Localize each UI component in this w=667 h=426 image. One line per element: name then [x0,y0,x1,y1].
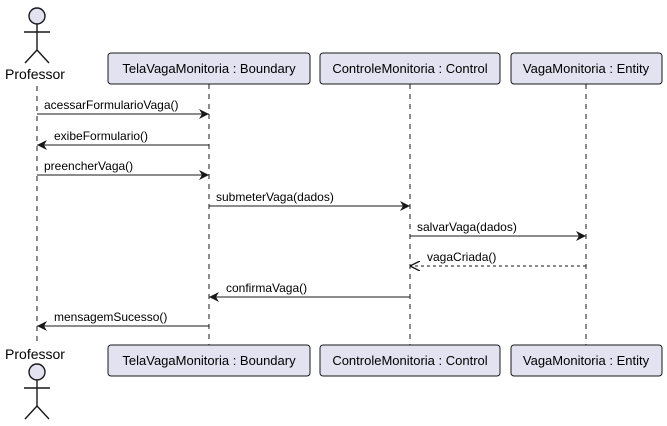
message-5[interactable]: salvarVaga(dados) [410,220,586,241]
participant-tela-bottom[interactable]: TelaVagaMonitoria : Boundary [107,344,311,377]
participant-label: TelaVagaMonitoria : Boundary [122,61,296,76]
message-label: exibeFormulario() [54,129,148,143]
message-2[interactable]: exibeFormulario() [37,129,209,150]
message-4[interactable]: submeterVaga(dados) [209,190,410,211]
participant-label: VagaMonitoria : Entity [523,61,650,76]
message-label: submeterVaga(dados) [216,190,334,204]
message-label: salvarVaga(dados) [417,220,517,234]
participant-label: ControleMonitoria : Control [332,353,487,368]
actor-top[interactable]: Professor [5,7,65,82]
participant-label: TelaVagaMonitoria : Boundary [122,353,296,368]
actor-label: Professor [5,346,65,362]
message-label: acessarFormularioVaga() [44,98,179,112]
message-label: preencherVaga() [44,159,133,173]
participant-vaga-top[interactable]: VagaMonitoria : Entity [510,52,663,85]
message-label: mensagemSucesso() [54,310,167,324]
participant-label: VagaMonitoria : Entity [523,353,650,368]
actor-bottom[interactable]: Professor [5,346,65,420]
lifelines [36,84,587,345]
actor-label: Professor [5,66,65,82]
participant-controle-bottom[interactable]: ControleMonitoria : Control [319,344,501,377]
participant-tela-top[interactable]: TelaVagaMonitoria : Boundary [107,52,311,85]
message-label: confirmaVaga() [226,281,307,295]
participant-label: ControleMonitoria : Control [332,61,487,76]
message-7[interactable]: confirmaVaga() [209,281,410,302]
message-1[interactable]: acessarFormularioVaga() [37,98,209,119]
stick-figure-icon [24,7,50,64]
participant-vaga-bottom[interactable]: VagaMonitoria : Entity [510,344,663,377]
message-8[interactable]: mensagemSucesso() [37,310,209,331]
message-6[interactable]: vagaCriada() [410,250,586,266]
stick-figure-icon [24,363,50,420]
messages: acessarFormularioVaga() exibeFormulario()… [37,98,586,331]
message-label: vagaCriada() [427,250,496,264]
message-3[interactable]: preencherVaga() [37,159,209,180]
participant-controle-top[interactable]: ControleMonitoria : Control [319,52,501,85]
